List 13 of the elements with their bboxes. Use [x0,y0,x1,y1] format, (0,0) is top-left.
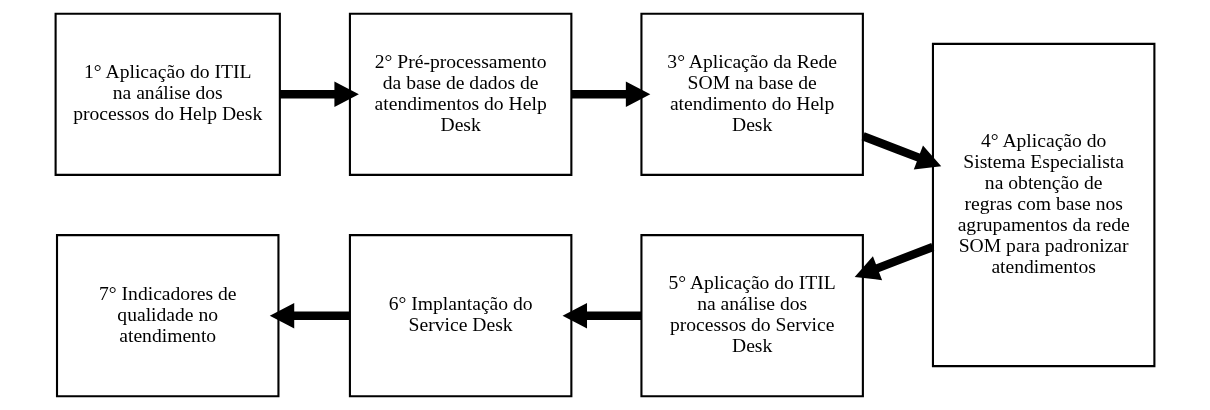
arrow [571,81,651,108]
arrow [562,302,642,329]
node-box: 4° Aplicação do Sistema Especialista na obtenção de regras com base nos agrupamentos da rede SOM para padronizar atendimentos [931,42,1156,368]
node-box: 6° Implantação do Service Desk [348,234,573,398]
arrow [854,243,935,281]
arrow [280,81,359,108]
node-box: 7° Indicadores de qualidade no atendimento [55,234,280,398]
node-box: 2° Pré-processamento da base de dados de atendimentos do Help Desk [348,12,573,176]
node-box: 5° Aplicação do ITIL na análise dos processos do Service Desk [640,234,864,398]
node-box: 3° Aplicação da Rede SOM na base de atendimento do Help Desk [640,12,864,176]
arrow [269,302,350,329]
arrow [861,132,942,170]
node-box: 1° Aplicação do ITIL na análise dos processos do Help Desk [54,12,281,176]
